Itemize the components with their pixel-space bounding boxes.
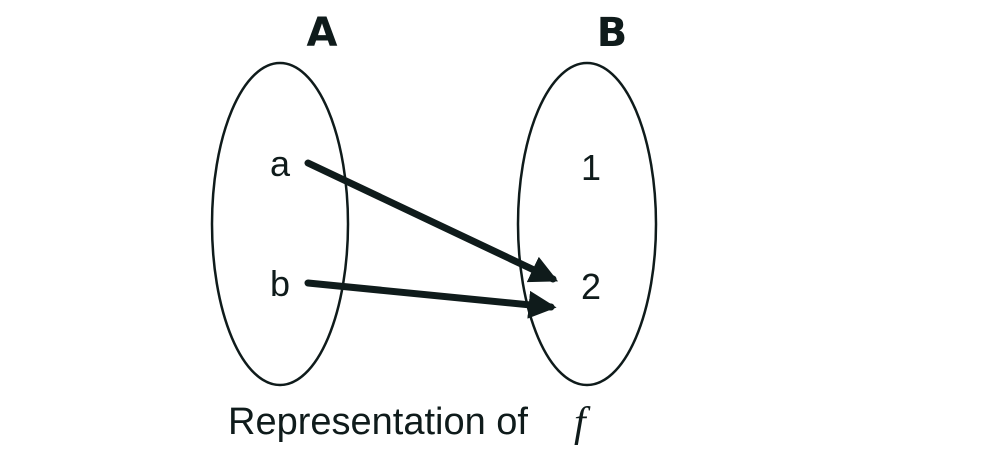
set-b: B 1 2 [516,10,658,387]
arrow-a-to-2 [304,159,559,283]
caption-text: Representation of [228,401,528,443]
element-b: b [270,263,290,304]
set-b-ellipse [516,61,658,387]
element-1: 1 [581,147,601,188]
caption: Representation of f [228,400,591,446]
set-b-title: B [597,10,628,56]
set-a: A a b [210,10,350,387]
element-2: 2 [581,266,601,307]
element-a: a [270,143,291,184]
set-a-title: A [307,10,338,56]
arrow-b-to-2 [304,279,557,319]
set-a-ellipse [210,61,350,387]
function-symbol: f [574,400,591,446]
